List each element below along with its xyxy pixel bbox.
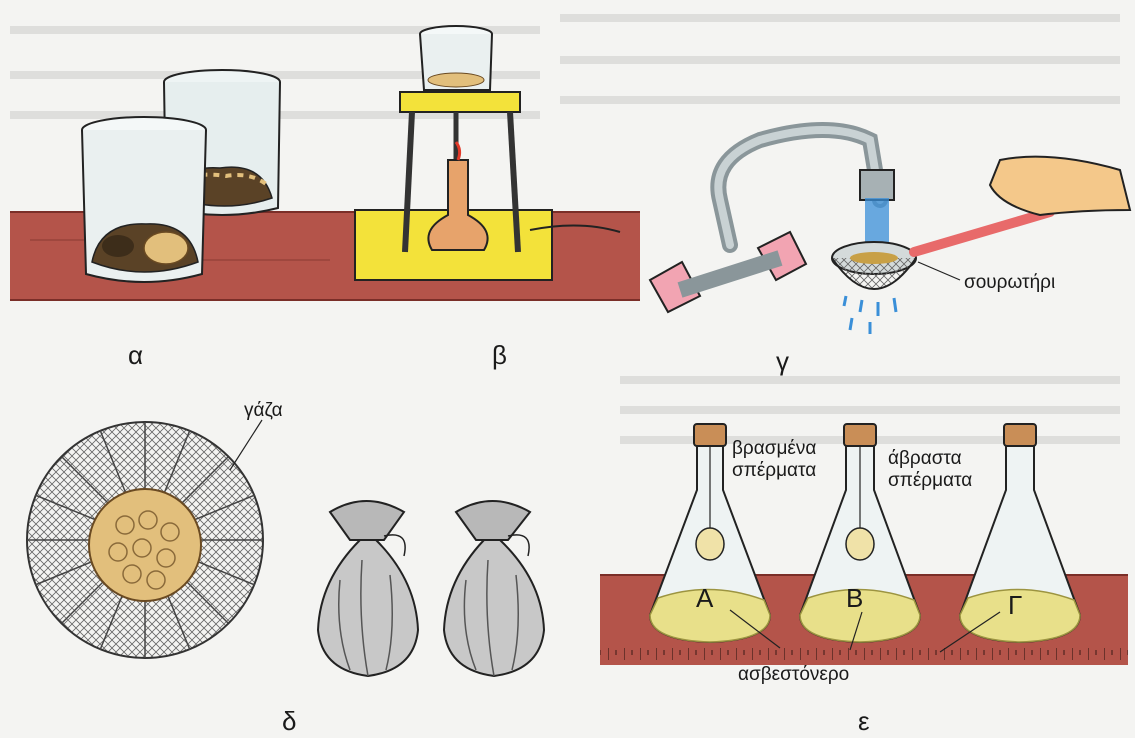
panel-label-a: α [128,340,143,371]
label-boiled-line1: βρασμένα [732,438,816,460]
gauze-bag-left [318,501,418,676]
flask-label-g: Γ [1008,590,1022,621]
panel-label-c: γ [776,346,789,377]
label-gauze: γάζα [244,400,283,422]
panel-label-b: β [492,340,507,371]
label-strainer: σουρωτήρι [964,272,1055,294]
flask-label-b: Β [846,583,863,614]
label-limewater: ασβεστόνερο [738,664,849,686]
panel-label-e: ε [858,706,870,737]
beaker-front [82,117,206,282]
gauze-bag-right [444,501,544,676]
label-unboiled-line2: σπέρματα [888,470,972,492]
gauze-with-seeds [27,420,263,658]
label-unboiled-line1: άβραστα [888,448,962,470]
flask-label-a: Α [696,583,713,614]
tap-and-strainer [650,130,1130,334]
label-boiled-line2: σπέρματα [732,460,816,482]
panel-label-d: δ [282,706,296,737]
